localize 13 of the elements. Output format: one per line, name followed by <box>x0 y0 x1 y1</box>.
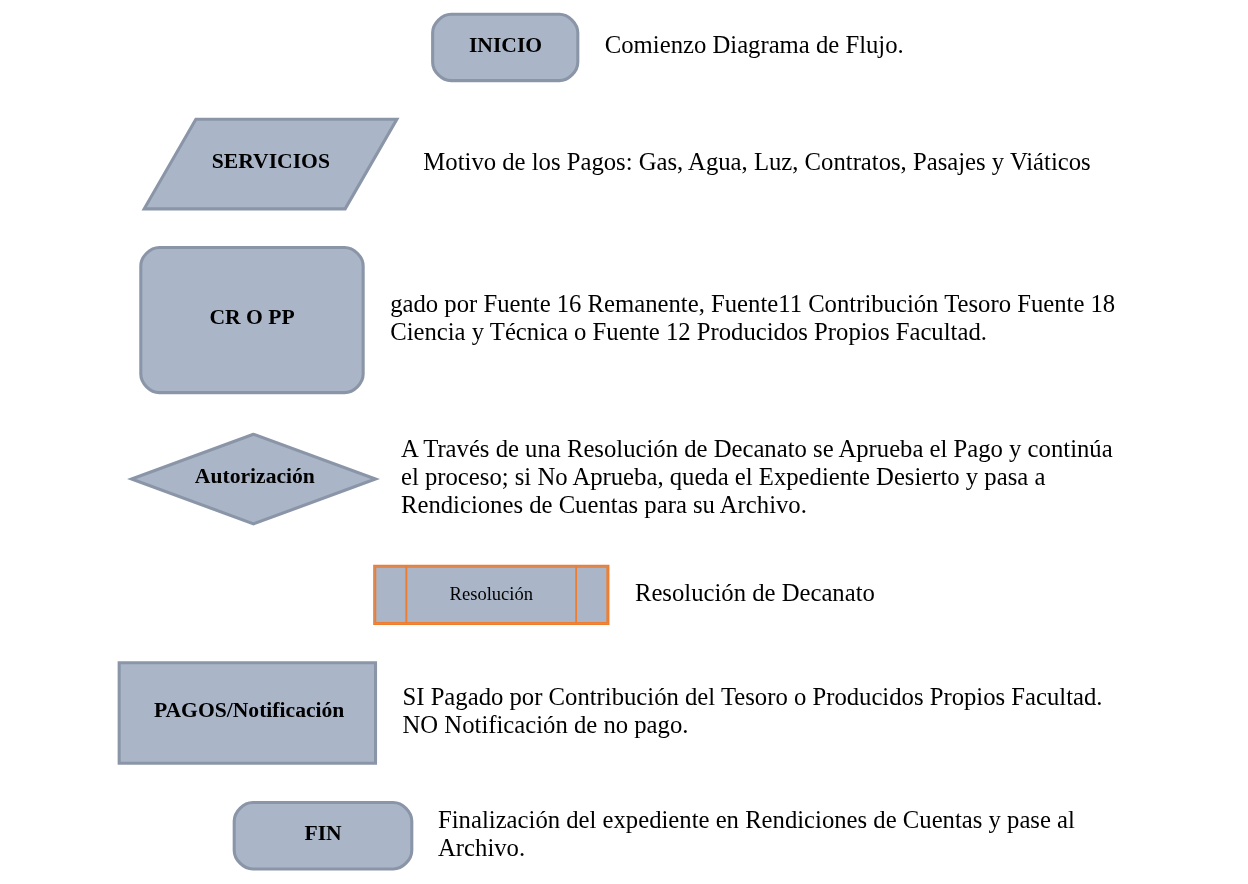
node-label: gado por Fuente 16 Remanente, Fuente11 Contribución Tesoro Fuente 18 Ciencia y Técnica o Fuente 12 Producidos Propios Facultad. <box>389 289 1115 345</box>
node-label: Finalización del expediente en Rendiciones de Cuentas y pase al Archivo. <box>437 805 1075 861</box>
node-label: Motivo de los Pagos: Gas, Agua, Luz, Contratos, Pasajes y Viáticos <box>422 147 1091 175</box>
node-box: PAGOS/Notificación <box>117 661 377 765</box>
node-label: NO Notificación de no pago. <box>402 710 688 738</box>
node-box: FIN <box>232 801 413 871</box>
node-box: INICIO <box>430 12 579 83</box>
node-label: SI Pagado por Contribución del Tesoro o Producidos Propios Facultad. <box>402 682 1103 710</box>
node-label: Resolución de Decanato <box>634 578 875 606</box>
node-label: Comienzo Diagrama de Flujo. <box>604 31 904 59</box>
node-diamond: Autorización <box>126 432 380 526</box>
node-label: A Través de una Resolución de Decanato se Aprueba el Pago y continúa el proceso; si No Aprueba, queda el Expediente Desierto y pasa a Rendiciones de Cuentas para su Archivo. <box>400 435 1113 518</box>
node-box: CR O PP <box>138 245 365 395</box>
